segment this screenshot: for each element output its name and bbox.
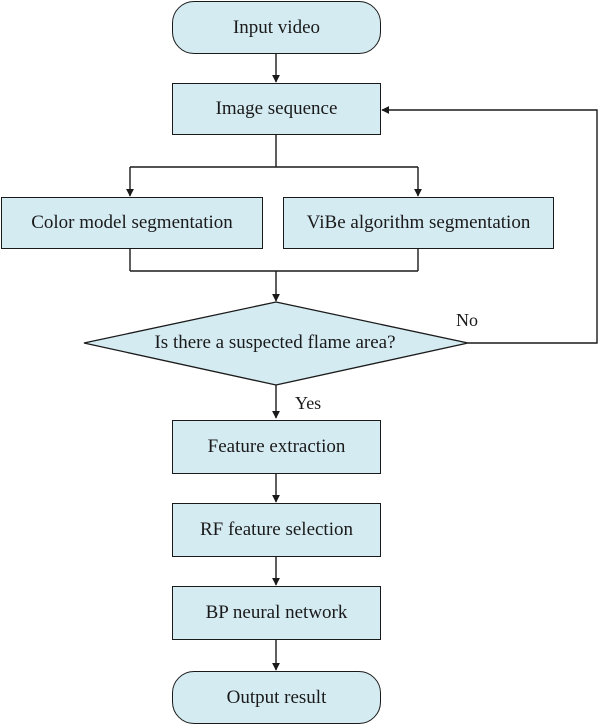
rf-feature-selection-node: RF feature selection xyxy=(172,503,381,557)
feature-extraction-node: Feature extraction xyxy=(172,420,381,474)
vibe-segmentation-label: ViBe algorithm segmentation xyxy=(306,212,531,233)
image-sequence-label: Image sequence xyxy=(215,98,338,119)
color-model-segmentation-node: Color model segmentation xyxy=(1,197,263,249)
output-result-node: Output result xyxy=(172,671,381,724)
vibe-segmentation-node: ViBe algorithm segmentation xyxy=(283,197,554,249)
input-video-label: Input video xyxy=(232,16,321,38)
color-model-segmentation-label: Color model segmentation xyxy=(31,212,233,233)
bp-neural-network-label: BP neural network xyxy=(205,602,348,623)
bp-neural-network-node: BP neural network xyxy=(172,586,381,640)
feature-extraction-label: Feature extraction xyxy=(207,436,346,457)
decision-diamond xyxy=(83,301,469,386)
no-label: No xyxy=(456,310,478,330)
image-sequence-node: Image sequence xyxy=(172,83,381,135)
yes-label: Yes xyxy=(295,393,322,413)
rf-feature-selection-label: RF feature selection xyxy=(199,519,353,540)
output-result-label: Output result xyxy=(226,686,327,708)
arrow-no-loop xyxy=(381,106,598,344)
decision-label: Is there a suspected flame area? xyxy=(154,332,396,353)
input-video-node: Input video xyxy=(172,1,381,54)
decision-label-box: Is there a suspected flame area? xyxy=(110,328,440,358)
